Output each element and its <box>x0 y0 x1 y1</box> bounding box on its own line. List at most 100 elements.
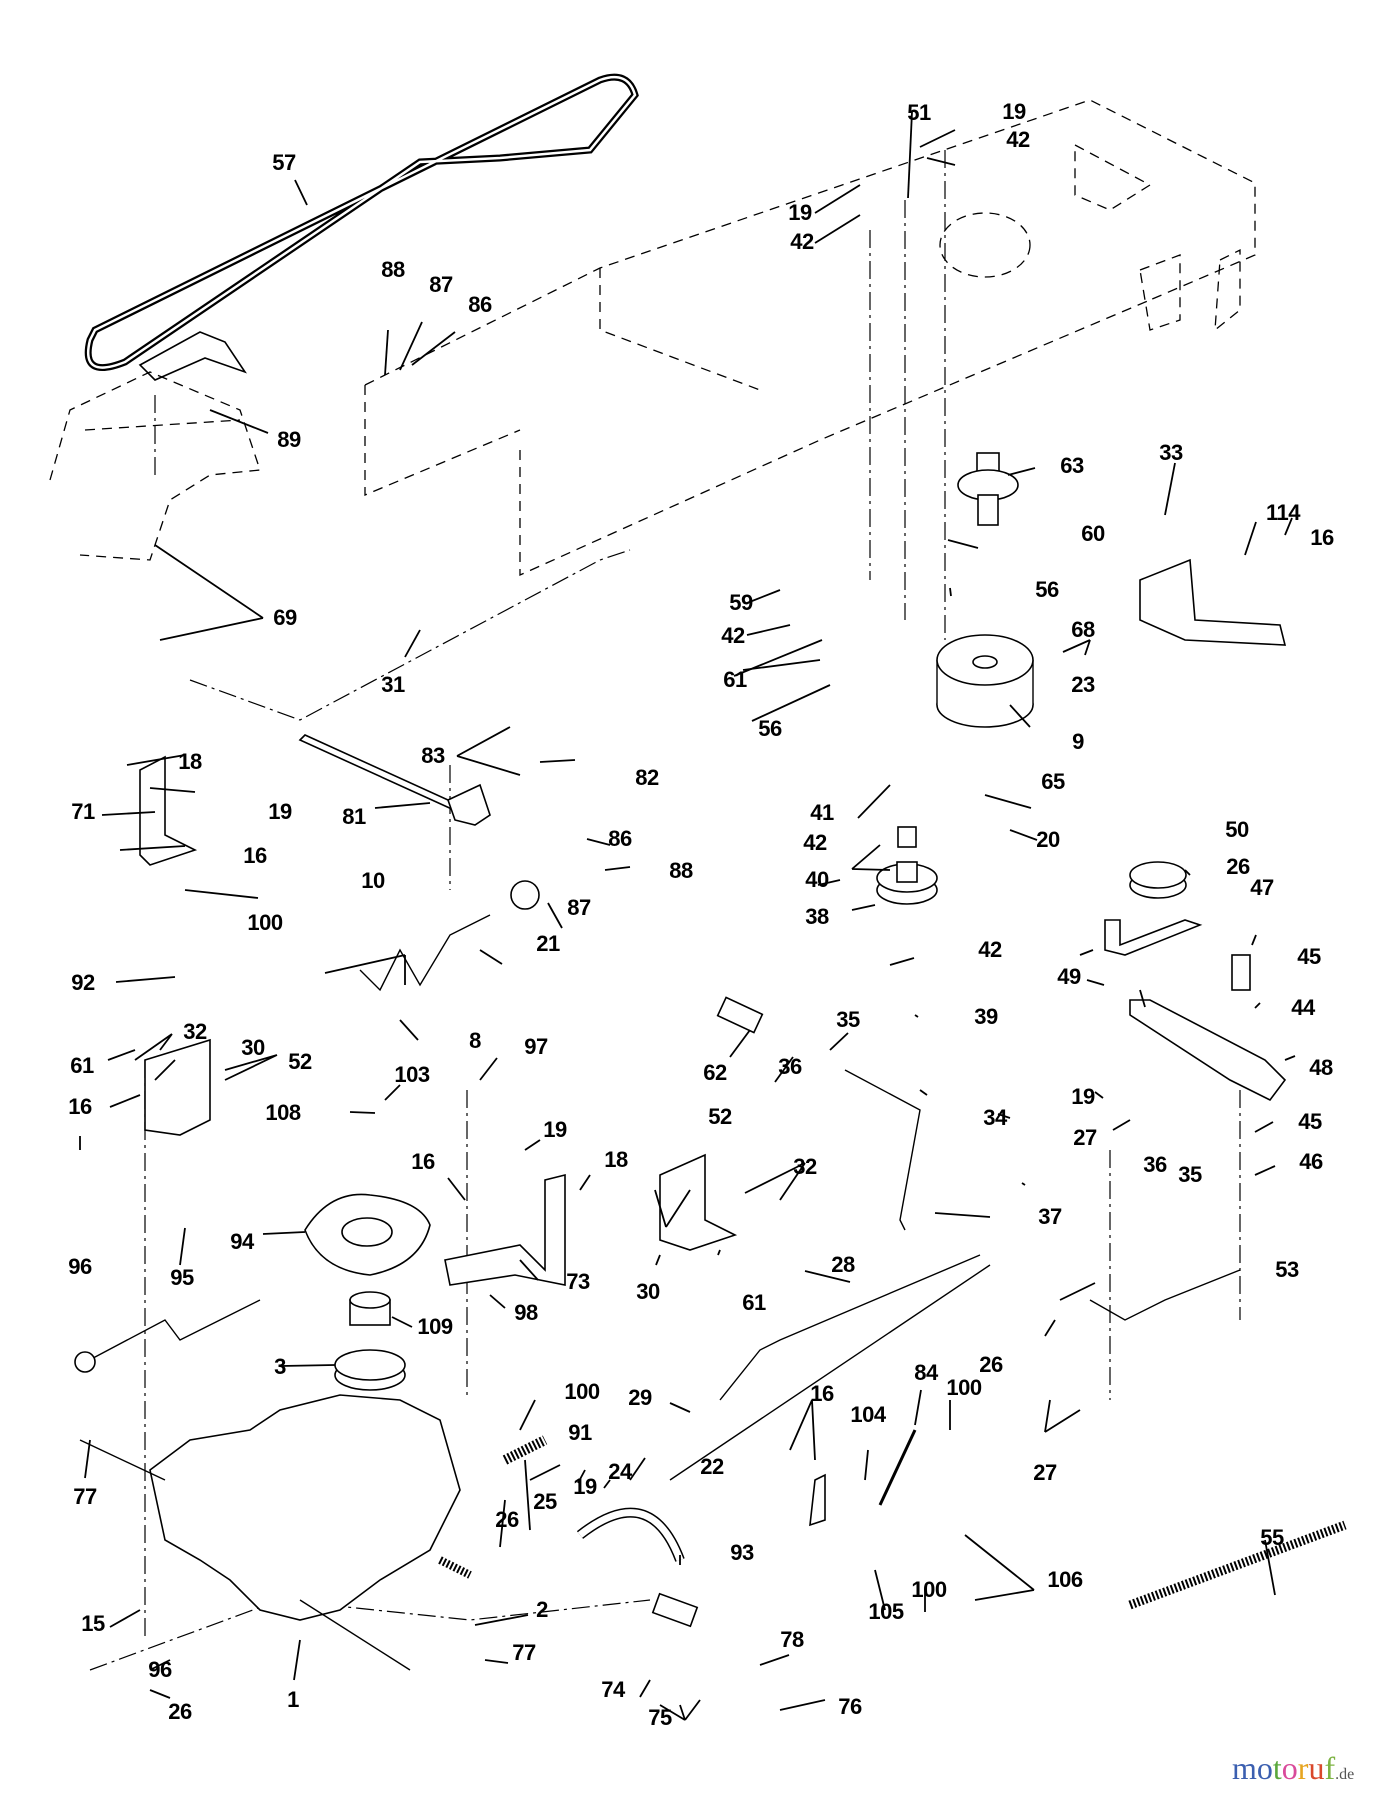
callout-19: 19 <box>543 1117 567 1142</box>
extension-spring <box>1128 1520 1347 1610</box>
callout-26: 26 <box>168 1699 192 1724</box>
centerlines <box>89 150 1241 1671</box>
callout-26: 26 <box>979 1352 1003 1377</box>
callout-96: 96 <box>148 1657 172 1682</box>
callout-22: 22 <box>700 1454 724 1479</box>
idler-arm <box>1129 999 1287 1102</box>
brake-rod-28 <box>719 1254 981 1401</box>
callout-88: 88 <box>381 257 405 282</box>
callout-40: 40 <box>805 867 829 892</box>
callout-74: 74 <box>601 1677 625 1702</box>
wm-letter: o <box>1281 1750 1298 1786</box>
callout-109: 109 <box>417 1314 453 1339</box>
bracket-104 <box>809 1473 826 1527</box>
callout-71: 71 <box>71 799 95 824</box>
callout-15: 15 <box>81 1611 105 1636</box>
callout-19: 19 <box>268 799 292 824</box>
callout-62: 62 <box>703 1060 727 1085</box>
callout-69: 69 <box>273 605 297 630</box>
callout-89: 89 <box>277 427 301 452</box>
callout-20: 20 <box>1036 827 1060 852</box>
brake-rod <box>844 1069 921 1231</box>
callout-53: 53 <box>1275 1257 1299 1282</box>
callout-73: 73 <box>566 1269 590 1294</box>
callout-59: 59 <box>729 590 753 615</box>
lever-bracket <box>447 783 491 826</box>
idler-pulley-38 <box>876 861 938 905</box>
axle-left <box>79 1439 166 1481</box>
callout-16: 16 <box>1310 525 1334 550</box>
callout-95: 95 <box>170 1265 194 1290</box>
callout-68: 68 <box>1071 617 1095 642</box>
transaxle-pulley <box>334 1349 406 1391</box>
knob <box>510 880 540 910</box>
bracket-30-left <box>144 1038 211 1136</box>
callout-16: 16 <box>68 1094 92 1119</box>
callout-42: 42 <box>1006 127 1030 152</box>
callout-42: 42 <box>803 830 827 855</box>
spring-2 <box>438 1556 472 1579</box>
callout-56: 56 <box>758 716 782 741</box>
wm-suffix: .de <box>1335 1766 1355 1783</box>
callout-26: 26 <box>1226 854 1250 879</box>
callout-3: 3 <box>274 1354 286 1379</box>
callout-45: 45 <box>1297 944 1321 969</box>
callout-30: 30 <box>636 1279 660 1304</box>
callout-61: 61 <box>70 1053 94 1078</box>
callout-49: 49 <box>1057 964 1081 989</box>
callout-100: 100 <box>564 1379 600 1404</box>
wm-letter: o <box>1256 1750 1273 1786</box>
callout-103: 103 <box>394 1062 430 1087</box>
spring-25 <box>502 1435 548 1465</box>
leader-lines <box>79 111 1296 1721</box>
drive-belt <box>84 73 639 372</box>
callout-39: 39 <box>974 1004 998 1029</box>
wm-letter: f <box>1324 1750 1336 1786</box>
callout-76: 76 <box>838 1694 862 1719</box>
callout-30: 30 <box>241 1035 265 1060</box>
callout-42: 42 <box>978 937 1002 962</box>
pedal-rod-53 <box>1089 1269 1241 1321</box>
callout-78: 78 <box>780 1627 804 1652</box>
bracket-30-right <box>659 1153 738 1251</box>
callout-57: 57 <box>272 150 296 175</box>
callout-81: 81 <box>342 804 366 829</box>
callout-77: 77 <box>73 1484 97 1509</box>
callout-52: 52 <box>708 1104 732 1129</box>
callout-106: 106 <box>1047 1567 1083 1592</box>
callout-61: 61 <box>742 1290 766 1315</box>
callout-84: 84 <box>914 1360 938 1385</box>
callout-60: 60 <box>1081 521 1105 546</box>
callout-100: 100 <box>911 1577 947 1602</box>
callout-9: 9 <box>1072 729 1084 754</box>
wm-letter: m <box>1232 1750 1257 1786</box>
callout-114: 114 <box>1266 500 1301 525</box>
callout-16: 16 <box>810 1381 834 1406</box>
callout-36: 36 <box>778 1054 802 1079</box>
callout-33: 33 <box>1159 440 1183 465</box>
callout-34: 34 <box>983 1105 1007 1130</box>
callout-75: 75 <box>648 1705 672 1730</box>
callout-38: 38 <box>805 904 829 929</box>
axle-right <box>299 1599 411 1671</box>
callout-27: 27 <box>1033 1460 1057 1485</box>
callout-26: 26 <box>495 1507 519 1532</box>
callout-65: 65 <box>1041 769 1065 794</box>
callout-28: 28 <box>831 1252 855 1277</box>
callout-92: 92 <box>71 970 95 995</box>
callout-1: 1 <box>287 1687 299 1712</box>
belt-keeper <box>1104 919 1203 956</box>
callout-32: 32 <box>793 1154 817 1179</box>
callout-98: 98 <box>514 1300 538 1325</box>
callout-86: 86 <box>608 826 632 851</box>
callout-25: 25 <box>533 1489 557 1514</box>
spacer-44 <box>1231 954 1251 991</box>
callout-19: 19 <box>573 1474 597 1499</box>
callout-31: 31 <box>381 672 405 697</box>
callout-77: 77 <box>512 1640 536 1665</box>
callout-93: 93 <box>730 1540 754 1565</box>
bypass-rod-knob <box>74 1351 96 1373</box>
callout-87: 87 <box>567 895 591 920</box>
callout-24: 24 <box>608 1459 632 1484</box>
